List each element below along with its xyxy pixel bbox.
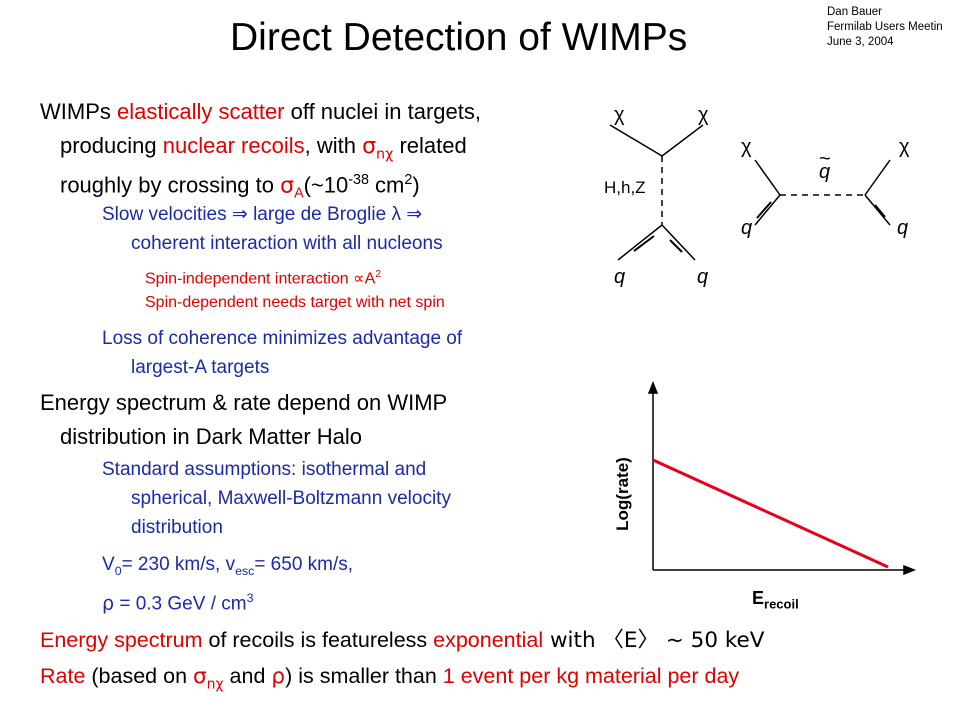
text: of recoils is featureless	[202, 628, 434, 652]
text: WIMPs	[40, 99, 117, 124]
x-axis-arrow-icon	[903, 564, 917, 576]
text: = 230 km/s, v	[121, 554, 236, 575]
author: Dan Bauer	[827, 6, 882, 18]
arrow-icon	[633, 235, 655, 252]
quark-label: q	[697, 266, 709, 288]
chi-label: χ	[741, 136, 752, 158]
quark-out-line	[661, 224, 696, 261]
quark-label: q	[897, 217, 909, 239]
subscript: 0	[114, 563, 122, 578]
sub-2-line-1: Loss of coherence minimizes advantage of	[102, 328, 463, 349]
sigma-symbol: σ	[280, 173, 295, 199]
x-axis-label: Erecoil	[752, 588, 799, 612]
chi-label: χ	[614, 104, 625, 126]
sigma-subscript: nχ	[376, 146, 394, 163]
text: (based on	[85, 664, 193, 688]
chi-label: χ	[698, 104, 709, 126]
text: = 0.3 GeV / cm	[114, 593, 247, 615]
squark-label: q	[819, 161, 831, 183]
chi-in-line	[609, 124, 663, 157]
quark-label: q	[741, 217, 753, 239]
text: with 〈E〉 ~ 50 keV	[543, 628, 765, 653]
feynman-diagram-t-channel	[609, 124, 704, 261]
text-highlight: Energy spectrum	[40, 628, 203, 652]
bullet-1-line-3: roughly by crossing to σA(~10-38 cm2)	[60, 163, 420, 211]
y-axis-arrow-icon	[647, 380, 659, 394]
text: off nuclei in targets,	[284, 99, 482, 124]
y-axis-label: Log(rate)	[613, 457, 632, 531]
sub-1-point-1: Spin-independent interaction ∝A2	[145, 261, 381, 293]
exponent: 2	[375, 269, 382, 280]
chi-label: χ	[899, 136, 910, 158]
page-title: Direct Detection of WIMPs	[230, 16, 688, 59]
sub-3-velocities: V0= 230 km/s, vesc= 650 km/s,	[102, 550, 353, 586]
recoil-spectrum-plot	[647, 380, 917, 576]
quark-label: q	[614, 266, 626, 288]
exponent: -38	[348, 172, 369, 188]
text: )	[412, 172, 420, 198]
slide-meta: Dan Bauer Fermilab Users Meetin June 3, …	[827, 5, 943, 50]
event: Fermilab Users Meetin	[827, 21, 943, 33]
squark-tilde: ~	[819, 148, 831, 170]
sub-3-line-3: distribution	[131, 517, 223, 538]
bullet-1-line-1: WIMPs elastically scatter off nuclei in …	[40, 95, 481, 129]
sigma-subscript: nχ	[206, 676, 224, 693]
bullet-2-line-2: distribution in Dark Matter Halo	[60, 424, 363, 449]
text: related	[393, 133, 467, 158]
text: V	[102, 554, 115, 575]
bullet-1-line-2: producing nuclear recoils, with σnχ rela…	[60, 129, 467, 171]
chi-out-line	[864, 159, 891, 196]
rho-symbol: ρ	[271, 664, 286, 689]
feynman-diagram-s-channel	[754, 159, 891, 226]
mediator-label: H,h,Z	[604, 178, 646, 197]
bullet-2-line-1: Energy spectrum & rate depend on WIMP	[40, 390, 448, 415]
sigma-symbol: σ	[193, 664, 207, 689]
sigma-symbol: σ	[362, 134, 377, 159]
sub-2-line-2: largest-A targets	[131, 357, 270, 378]
exponent: 3	[246, 591, 254, 605]
text-highlight: 1 event per kg material per day	[442, 664, 740, 688]
text: , with	[304, 133, 363, 158]
chi-out-line	[661, 124, 704, 157]
sub-3-line-1: Standard assumptions: isothermal and	[102, 459, 427, 480]
text-highlight: Rate	[40, 664, 86, 688]
sub-1-point-2: Spin-dependent needs target with net spi…	[145, 294, 445, 311]
text-highlight: nuclear recoils	[162, 133, 305, 158]
subscript: recoil	[764, 596, 799, 612]
text: Spin-independent interaction ∝A	[145, 270, 376, 288]
arrow-icon	[756, 201, 772, 219]
arrow-icon	[669, 239, 683, 253]
arrow-icon	[874, 204, 886, 218]
chi-in-line	[754, 159, 781, 196]
sub-1-line-2: coherent interaction with all nucleons	[131, 233, 443, 254]
bullet-4: Rate (based on σnχ and ρ) is smaller tha…	[40, 659, 739, 701]
sigma-subscript: A	[294, 185, 304, 202]
text: (~10	[303, 172, 349, 198]
sub-1-line-1: Slow velocities ⇒ large de Broglie λ ⇒	[102, 204, 423, 225]
quark-in-line	[617, 224, 663, 261]
text: producing	[60, 133, 163, 158]
text: ) is smaller than	[285, 664, 443, 688]
text: E	[752, 588, 765, 608]
text-highlight: exponential	[433, 628, 544, 652]
text: cm	[368, 172, 405, 198]
sub-3-density: ρ = 0.3 GeV / cm3	[102, 584, 253, 618]
quark-out-line	[864, 194, 891, 226]
date: June 3, 2004	[827, 36, 894, 48]
y-axis-label-wrap: Log(rate)	[612, 440, 634, 550]
bullet-3: Energy spectrum of recoils is featureles…	[40, 623, 765, 658]
sub-3-line-2: spherical, Maxwell-Boltzmann velocity	[131, 488, 451, 509]
text: roughly by crossing to	[60, 172, 281, 198]
text: and	[223, 664, 272, 688]
quark-in-line	[754, 194, 781, 226]
subscript: esc	[235, 563, 255, 578]
text-highlight: elastically scatter	[117, 99, 285, 124]
text: = 650 km/s,	[254, 554, 354, 575]
exponent: 2	[404, 172, 413, 188]
rate-line	[652, 458, 889, 569]
rho-symbol: ρ	[102, 592, 115, 615]
